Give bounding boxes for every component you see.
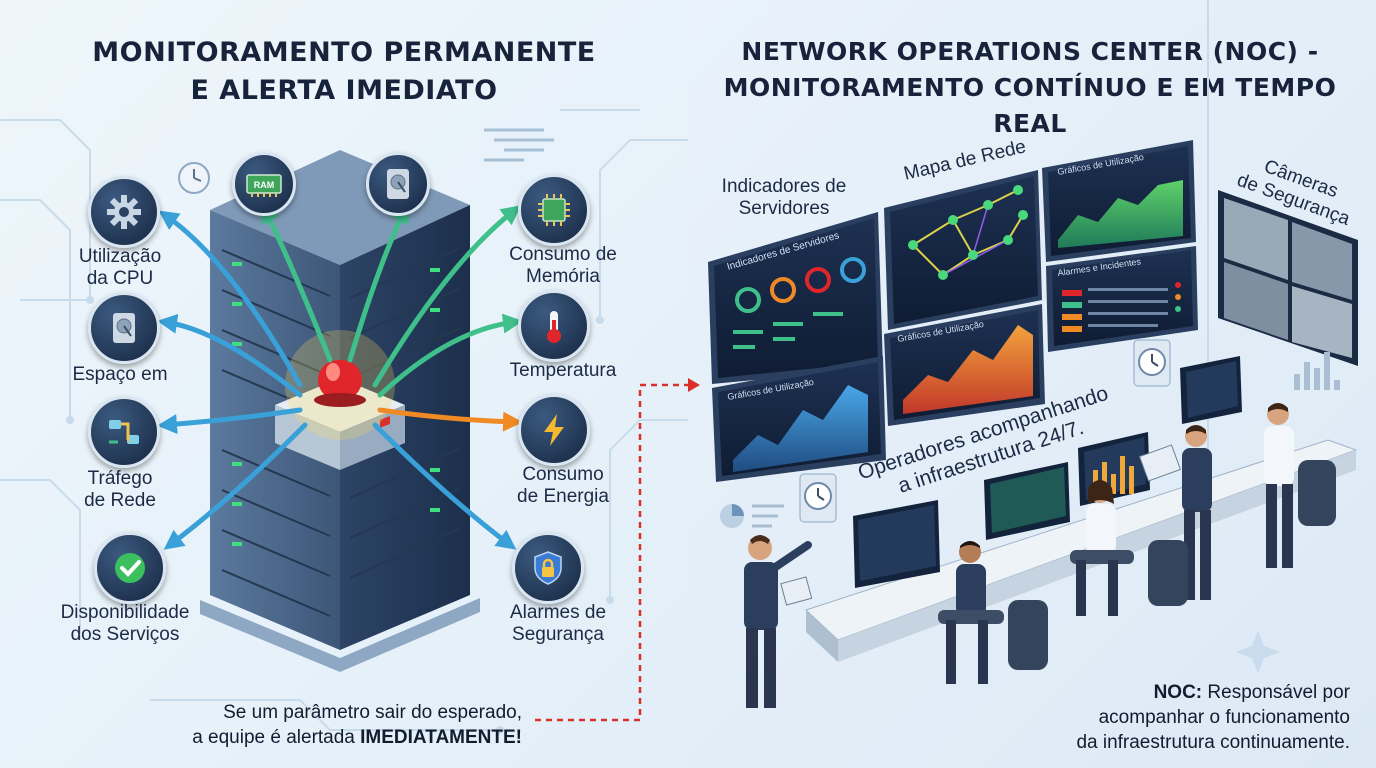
operator-standing-mid	[1138, 425, 1212, 600]
hard-disk-icon	[387, 169, 409, 199]
network-cable-icon	[109, 420, 139, 444]
screen-network-map	[884, 170, 1042, 330]
right-title: NETWORK OPERATIONS CENTER (NOC) - MONITO…	[700, 34, 1360, 142]
office-chairs	[1008, 460, 1336, 670]
screen-usage-bottom: Gráficos de Utilização	[712, 356, 886, 482]
left-title-line1: MONITORAMENTO PERMANENTE	[92, 37, 596, 68]
param-net-line2: de Rede	[84, 490, 156, 511]
gear-icon	[107, 195, 141, 229]
clock-icon	[178, 162, 210, 194]
data-lines-icon	[752, 504, 784, 528]
param-label-energy: Consumo de Energia	[488, 464, 638, 508]
left-title-line2: E ALERTA IMEDIATO	[190, 75, 498, 106]
param-label-temp: Temperatura	[488, 360, 638, 382]
param-temp-line1: Temperatura	[509, 360, 617, 381]
operator-figures	[744, 403, 1336, 708]
wall-clock	[1133, 339, 1171, 387]
memory-chip-icon	[538, 194, 570, 226]
param-sec-line1: Alarmes de	[509, 602, 607, 623]
callout-servers-line1: Indicadores de	[721, 176, 847, 197]
screen-usage-top: Gráficos de Utilização	[1042, 140, 1196, 262]
callout-servers: Indicadores de Servidores	[704, 176, 864, 220]
noc-note: NOC: Responsável por acompanhar o funcio…	[1000, 680, 1350, 755]
screen-cameras	[1218, 190, 1358, 366]
param-label-sec: Alarmes de Segurança	[478, 602, 638, 646]
param-label-net: Tráfego de Rede	[50, 468, 190, 512]
disk-param-icon	[88, 292, 160, 364]
data-lines-icon	[484, 128, 554, 162]
param-disk-line1: Espaço em	[72, 364, 168, 385]
param-label-cpu: Utilização da CPU	[50, 246, 190, 290]
operator-standing-right	[1264, 403, 1294, 568]
screen-servers: Indicadores de Servidores	[708, 212, 883, 384]
param-cpu-line2: da CPU	[86, 268, 154, 289]
left-panel: MONITORAMENTO PERMANENTE E ALERTA IMEDIA…	[0, 0, 688, 768]
sparkle-icon	[1236, 630, 1280, 674]
alert-arrows	[157, 202, 523, 550]
lightning-icon	[544, 414, 564, 446]
ram-chip-badge: RAM	[232, 152, 296, 216]
callout-servers-line2: Servidores	[738, 198, 830, 219]
wall-clock-2	[799, 473, 837, 523]
avail-param-icon	[94, 532, 166, 604]
right-title-line1: NETWORK OPERATIONS CENTER (NOC) -	[741, 37, 1319, 66]
param-cpu-line1: Utilização	[78, 246, 162, 267]
sec-param-icon	[512, 532, 584, 604]
noc-note-line2: acompanhar o funcionamento	[1098, 707, 1350, 728]
wall-bar-chart	[1294, 352, 1340, 390]
shield-lock-icon	[534, 551, 562, 585]
screen-alarms: Alarmes e Incidentes	[1046, 246, 1198, 352]
mem-param-icon	[518, 174, 590, 246]
screen-usage-middle: Gráficos de Utilização	[884, 304, 1045, 426]
operator-seated-2	[1070, 480, 1134, 616]
temp-param-icon	[518, 290, 590, 362]
param-avail-line2: dos Serviços	[70, 624, 180, 645]
cpu-param-icon	[88, 176, 160, 248]
circuit-background	[0, 109, 688, 734]
param-mem-line2: Memória	[526, 266, 600, 287]
memory-chip-icon: RAM	[246, 174, 282, 197]
alert-note: Se um parâmetro sair do esperado, a equi…	[110, 700, 522, 750]
noc-note-line1: Responsável por	[1202, 682, 1350, 703]
alert-note-line1: Se um parâmetro sair do esperado,	[223, 702, 522, 723]
param-sec-line2: Segurança	[512, 624, 604, 645]
param-energy-line2: de Energia	[517, 486, 609, 507]
alert-note-emphasis: IMEDIATAMENTE!	[360, 727, 522, 748]
thermometer-icon	[547, 311, 561, 343]
net-param-icon	[88, 396, 160, 468]
param-label-mem: Consumo de Memória	[488, 244, 638, 288]
ram-label: RAM	[254, 180, 275, 190]
operator-seated-1	[938, 541, 1004, 684]
noc-note-label: NOC:	[1153, 682, 1203, 703]
check-icon	[115, 553, 145, 583]
param-avail-line1: Disponibilidade	[60, 602, 190, 623]
left-title: MONITORAMENTO PERMANENTE E ALERTA IMEDIA…	[40, 34, 648, 110]
param-net-line1: Tráfego	[87, 468, 153, 489]
alert-note-line2: a equipe é alertada	[192, 727, 361, 748]
hard-disk-icon	[113, 313, 135, 343]
noc-video-wall: Indicadores de Servidores Gráficos de Ut…	[708, 0, 1358, 708]
disk-badge	[366, 152, 430, 216]
param-energy-line1: Consumo	[522, 464, 604, 485]
param-label-avail: Disponibilidade dos Serviços	[30, 602, 220, 646]
right-title-line2: MONITORAMENTO CONTÍNUO E EM TEMPO REAL	[723, 73, 1337, 138]
desk-monitors	[853, 356, 1242, 588]
pie-chart-icon	[720, 504, 744, 528]
energy-param-icon	[518, 394, 590, 466]
operator-standing-left	[744, 535, 813, 708]
param-mem-line1: Consumo de	[509, 244, 617, 265]
param-label-disk: Espaço em	[50, 364, 190, 386]
noc-note-line3: da infraestrutura continuamente.	[1076, 732, 1350, 753]
